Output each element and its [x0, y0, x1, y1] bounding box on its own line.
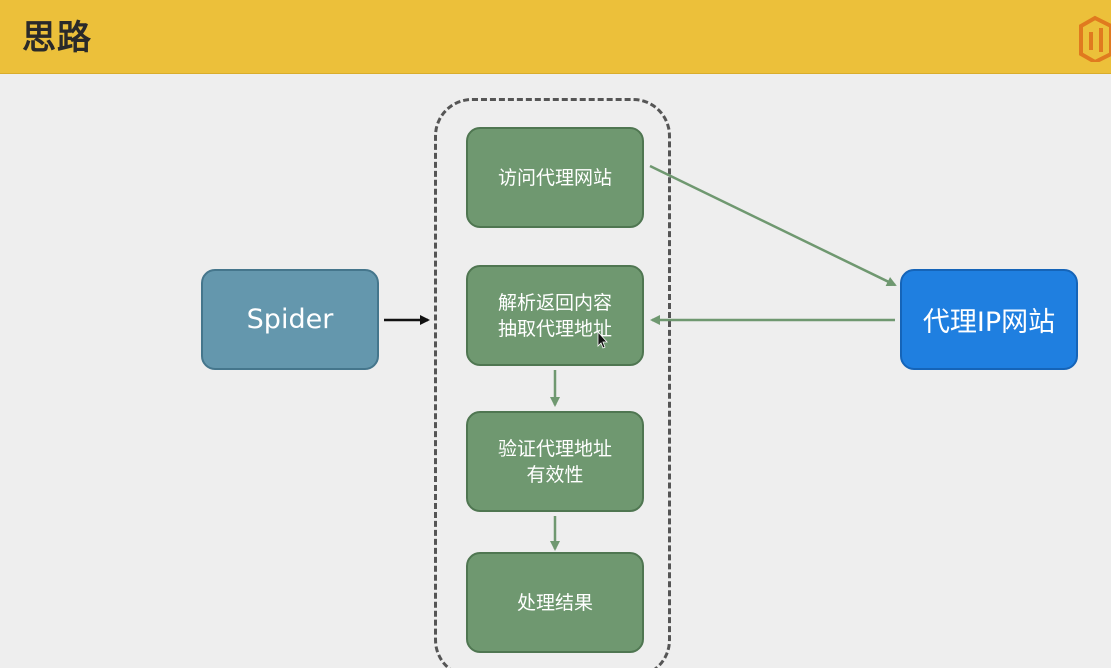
step-label-line1: 处理结果: [516, 591, 593, 614]
step-process-results: 处理结果: [466, 552, 644, 653]
step-label-line1: 访问代理网站: [497, 166, 612, 189]
step-label-line2: 有效性: [526, 463, 584, 486]
spider-node: Spider: [201, 269, 379, 370]
step-label-line1: 解析返回内容: [497, 291, 612, 314]
proxy-site-label: 代理IP网站: [922, 307, 1056, 338]
step-label-line1: 验证代理地址: [497, 437, 612, 460]
page-title: 思路: [22, 18, 92, 58]
header-bar: 思路: [0, 0, 1111, 74]
arrow-visit-to-proxy-site: [649, 164, 897, 287]
process-group-boundary: [434, 98, 671, 668]
brand-logo-icon: [1079, 15, 1111, 62]
step-parse-extract: 解析返回内容 抽取代理地址: [466, 265, 644, 366]
proxy-site-node: 代理IP网站: [900, 269, 1078, 370]
step-visit-proxy-site: 访问代理网站: [466, 127, 644, 228]
step-validate-proxy: 验证代理地址 有效性: [466, 411, 644, 512]
step-label-line2: 抽取代理地址: [497, 317, 612, 340]
spider-label: Spider: [246, 304, 334, 335]
